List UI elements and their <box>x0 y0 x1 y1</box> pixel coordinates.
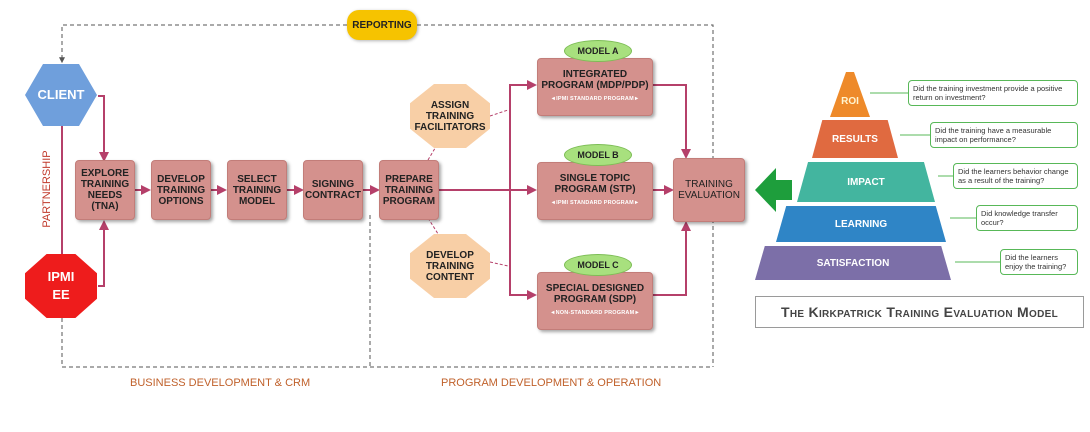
pyramid-tier-impact: IMPACT <box>797 162 935 202</box>
model-a-tag: MODEL A <box>564 40 632 62</box>
pyramid-tier-satisfaction: SATISFACTION <box>755 246 951 280</box>
partnership-label: PARTNERSHIP <box>41 150 53 228</box>
business-development-caption: BUSINESS DEVELOPMENT & CRM <box>130 377 311 389</box>
impact-question-note: Did the learners behavior change as a re… <box>953 163 1078 189</box>
learning-question-note: Did knowledge transfer occur? <box>976 205 1078 231</box>
model-b-tag: MODEL B <box>564 144 632 166</box>
satisfaction-question-note: Did the learners enjoy the training? <box>1000 249 1078 275</box>
program-development-caption: PROGRAM DEVELOPMENT & OPERATION <box>441 377 662 389</box>
model-c-tag: MODEL C <box>564 254 632 276</box>
client-label: CLIENT <box>37 87 85 102</box>
roi-question-note: Did the training investment provide a po… <box>908 80 1078 106</box>
kirkpatrick-model-title: The Kirkpatrick Training Evaluation Mode… <box>755 296 1084 328</box>
reporting-badge: REPORTING <box>347 10 417 40</box>
results-question-note: Did the training have a measurable impac… <box>930 122 1078 148</box>
pyramid-tier-results: RESULTS <box>812 120 898 158</box>
client-hexagon: CLIENT <box>25 64 97 126</box>
pyramid-tier-learning: LEARNING <box>776 206 946 242</box>
green-arrow-icon <box>755 168 792 212</box>
